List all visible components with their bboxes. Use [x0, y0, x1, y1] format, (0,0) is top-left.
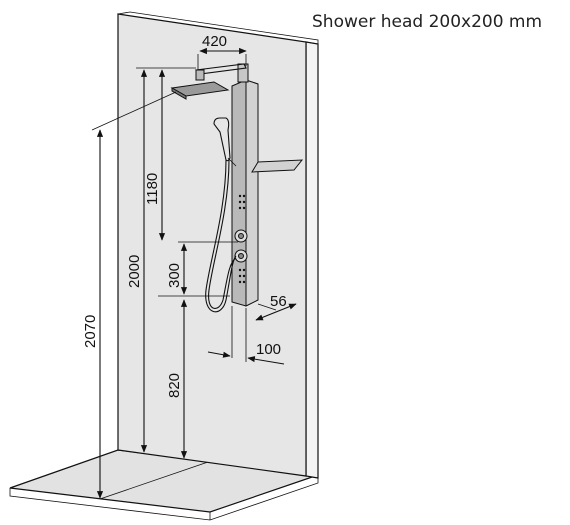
dim-head-to-valve: 1180: [144, 173, 161, 205]
hand-shower: [205, 117, 237, 313]
dim-panel-height: 2000: [126, 255, 143, 288]
shower-head-caption: Shower head 200x200 mm: [312, 12, 543, 32]
dim-panel-width: 100: [256, 341, 281, 358]
dim-arm-reach: 420: [202, 33, 227, 50]
shower-column: [231, 63, 304, 307]
wall-side: [305, 41, 319, 479]
dim-valve-spacing: 300: [166, 263, 183, 288]
dim-panel-depth: 56: [270, 293, 287, 310]
dim-shower-head-height: 2070: [82, 315, 99, 348]
shower-head: [170, 63, 247, 100]
dim-base-height: 820: [166, 373, 183, 398]
